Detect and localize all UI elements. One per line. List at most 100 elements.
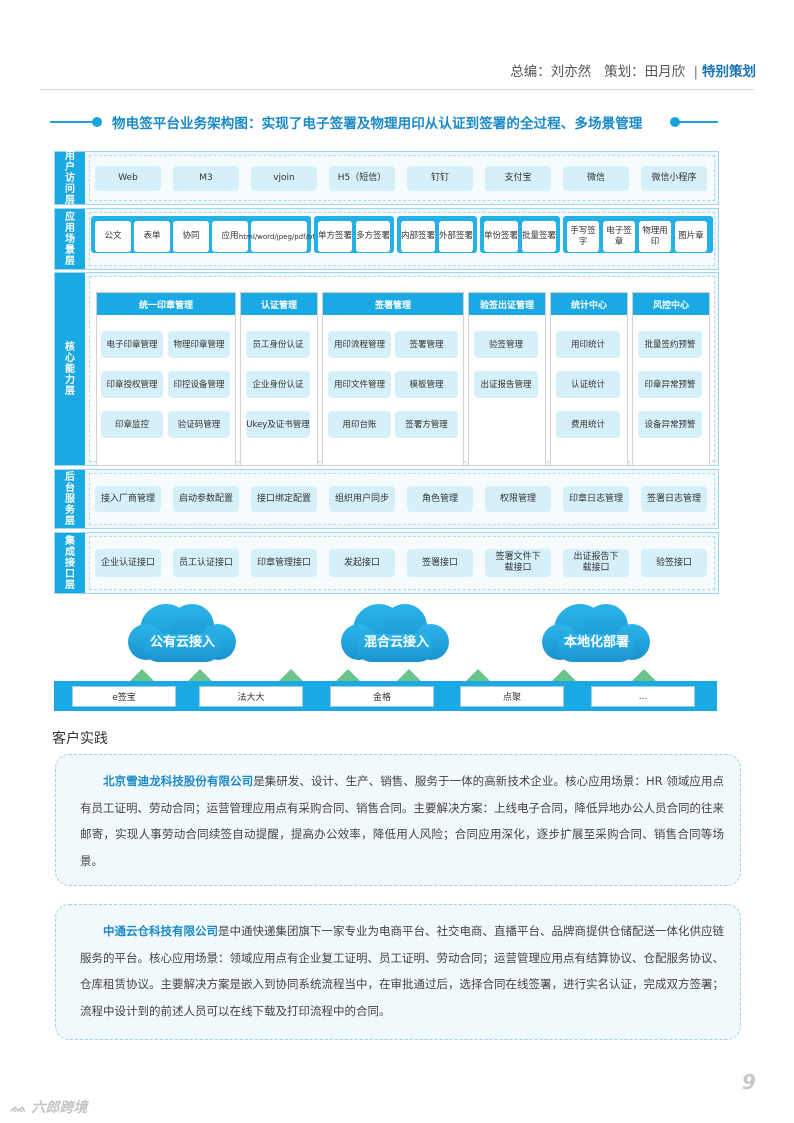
core-item: 验证码管理 bbox=[168, 411, 230, 438]
layer-body: Web M3 vjoin H5（短信） 钉钉 支付宝 微信 微信小程序 bbox=[89, 155, 715, 201]
title-line-right bbox=[678, 121, 718, 123]
card-title: 验签出证管理 bbox=[469, 293, 545, 315]
scene-item: html/word/jpeg/pdf/ofd bbox=[239, 221, 319, 252]
core-card-signing: 签署管理 用印流程管理 签署管理 用印文件管理 模板管理 用印台账 签署方管理 bbox=[322, 292, 464, 466]
layer-application-scene: 应用场景层 公文 表单 协同 应用 html/word/jpeg/pdf/ofd… bbox=[54, 208, 719, 270]
scene-item: 电子签章 bbox=[603, 221, 635, 252]
scene-group-scope: 内部签署 外部签署 bbox=[397, 216, 477, 253]
watermark-icon: ᨐ bbox=[10, 1100, 27, 1116]
core-item: 签署管理 bbox=[395, 331, 458, 358]
connector-triangle bbox=[130, 669, 154, 681]
company-name: 中通云仓科技有限公司 bbox=[103, 924, 218, 938]
backend-item: 签署日志管理 bbox=[641, 486, 707, 512]
scene-item: 表单 bbox=[134, 221, 170, 252]
company-name: 北京雪迪龙科技股份有限公司 bbox=[103, 774, 254, 788]
backend-item: 启动参数配置 bbox=[173, 486, 239, 512]
backend-item: 接入厂商管理 bbox=[95, 486, 161, 512]
layer-core-capability: 核心能力层 统一印章管理 电子印章管理 物理印章管理 印章授权管理 印控设备管理… bbox=[54, 272, 719, 466]
case-card-1: 北京雪迪龙科技股份有限公司是集研发、设计、生产、销售、服务于一体的高新技术企业。… bbox=[55, 754, 741, 886]
case-text: 中通云仓科技有限公司是中通快递集团旗下一家专业为电商平台、社交电商、直播平台、品… bbox=[80, 918, 724, 1024]
title-line-left bbox=[50, 121, 94, 123]
vendor-bar: e签宝 法大大 金格 点聚 ... bbox=[54, 681, 717, 711]
header-separator: | bbox=[693, 64, 698, 80]
access-item: 支付宝 bbox=[485, 166, 551, 191]
case-card-2: 中通云仓科技有限公司是中通快递集团旗下一家专业为电商平台、社交电商、直播平台、品… bbox=[55, 904, 741, 1040]
layer-body: 统一印章管理 电子印章管理 物理印章管理 印章授权管理 印控设备管理 印章监控 … bbox=[89, 276, 715, 466]
core-item: 印控设备管理 bbox=[168, 371, 230, 398]
core-item: 出证报告管理 bbox=[474, 371, 538, 398]
planner-label: 策划： bbox=[604, 64, 645, 80]
figure-title: 物电签平台业务架构图：实现了电子签署及物理用印从认证到签署的全过程、多场景管理 bbox=[112, 116, 643, 132]
access-item: Web bbox=[95, 166, 161, 191]
vendor-item: e签宝 bbox=[72, 686, 176, 707]
editor-name: 刘亦然 bbox=[550, 64, 592, 80]
scene-item: 物理用印 bbox=[639, 221, 671, 252]
scene-group-batch: 单份签署 批量签署 bbox=[480, 216, 560, 253]
core-item: 印章授权管理 bbox=[101, 371, 163, 398]
access-item: H5（短信） bbox=[329, 166, 395, 191]
backend-item: 权限管理 bbox=[485, 486, 551, 512]
cloud-hybrid bbox=[341, 604, 449, 662]
core-item: 用印台账 bbox=[328, 411, 391, 438]
watermark: ᨐ 六郎跨境 bbox=[10, 1097, 87, 1117]
planner-name: 田月欣 bbox=[644, 64, 686, 80]
connector-triangle bbox=[552, 669, 576, 681]
core-item: 印章异常预警 bbox=[638, 371, 702, 398]
backend-item: 角色管理 bbox=[407, 486, 473, 512]
page-header: 总编：刘亦然 策划：田月欣 |特别策划 bbox=[510, 60, 756, 80]
access-item: M3 bbox=[173, 166, 239, 191]
case-description: 是中通快递集团旗下一家专业为电商平台、社交电商、直播平台、品牌商提供仓储配送一体… bbox=[80, 924, 724, 1018]
section-title: 客户实践 bbox=[52, 731, 108, 747]
scene-item: 手写签字 bbox=[567, 221, 599, 252]
access-item: 微信 bbox=[563, 166, 629, 191]
deployment-clouds: 公有云接入 混合云接入 本地化部署 bbox=[54, 590, 717, 686]
core-card-stats: 统计中心 用印统计 认证统计 费用统计 bbox=[550, 292, 628, 466]
scene-item: 单份签署 bbox=[484, 221, 518, 252]
page-number: 9 bbox=[742, 1070, 756, 1094]
scene-group-seal-types: 手写签字 电子签章 物理用印 图片章 bbox=[563, 216, 713, 253]
cloud-public bbox=[128, 604, 236, 662]
vendor-item: 法大大 bbox=[199, 686, 303, 707]
layer-label: 集成接口层 bbox=[55, 533, 85, 593]
card-title: 统一印章管理 bbox=[97, 293, 235, 315]
core-item: 用印流程管理 bbox=[328, 331, 391, 358]
connector-triangle bbox=[279, 669, 303, 681]
scene-group-parties: 单方签署 多方签署 bbox=[314, 216, 394, 253]
core-item: 电子印章管理 bbox=[101, 331, 163, 358]
vendor-item: ... bbox=[591, 686, 695, 707]
core-item: 批量签约预警 bbox=[638, 331, 702, 358]
title-dot-right bbox=[670, 117, 680, 127]
integration-item: 出证报告下载接口 bbox=[563, 549, 629, 577]
core-card-verify: 验签出证管理 验签管理 出证报告管理 bbox=[468, 292, 546, 466]
figure-title-row: 物电签平台业务架构图：实现了电子签署及物理用印从认证到签署的全过程、多场景管理 bbox=[50, 112, 720, 132]
scene-item: 应用 bbox=[212, 221, 248, 252]
backend-item: 组织用户同步 bbox=[329, 486, 395, 512]
connector-triangle bbox=[397, 669, 421, 681]
scene-item: 外部签署 bbox=[439, 221, 473, 252]
connector-triangle bbox=[632, 669, 656, 681]
layer-backend-service: 后台服务层 接入厂商管理 启动参数配置 接口绑定配置 组织用户同步 角色管理 权… bbox=[54, 469, 719, 529]
cloud-label: 公有云接入 bbox=[150, 635, 216, 650]
vendor-item: 点聚 bbox=[460, 686, 564, 707]
integration-item: 企业认证接口 bbox=[95, 549, 161, 577]
layer-label: 核心能力层 bbox=[55, 273, 85, 465]
core-item: 员工身份认证 bbox=[246, 331, 310, 358]
access-item: 微信小程序 bbox=[641, 166, 707, 191]
integration-item: 发起接口 bbox=[329, 549, 395, 577]
core-item: 费用统计 bbox=[556, 411, 620, 438]
core-item: Ukey及证书管理 bbox=[246, 411, 310, 438]
core-item: 模板管理 bbox=[395, 371, 458, 398]
card-title: 统计中心 bbox=[551, 293, 627, 315]
cloud-local bbox=[542, 604, 650, 662]
core-item: 设备异常预警 bbox=[638, 411, 702, 438]
layer-body: 公文 表单 协同 应用 html/word/jpeg/pdf/ofd 单方签署 … bbox=[89, 212, 715, 266]
integration-item: 签署文件下载接口 bbox=[485, 549, 551, 577]
title-dot-left bbox=[92, 117, 102, 127]
core-item: 验签管理 bbox=[474, 331, 538, 358]
core-item: 用印统计 bbox=[556, 331, 620, 358]
layer-label: 后台服务层 bbox=[55, 470, 85, 528]
scene-item: 内部签署 bbox=[401, 221, 435, 252]
core-item: 印章监控 bbox=[101, 411, 163, 438]
integration-item: 员工认证接口 bbox=[173, 549, 239, 577]
column-tag: 特别策划 bbox=[702, 64, 756, 80]
